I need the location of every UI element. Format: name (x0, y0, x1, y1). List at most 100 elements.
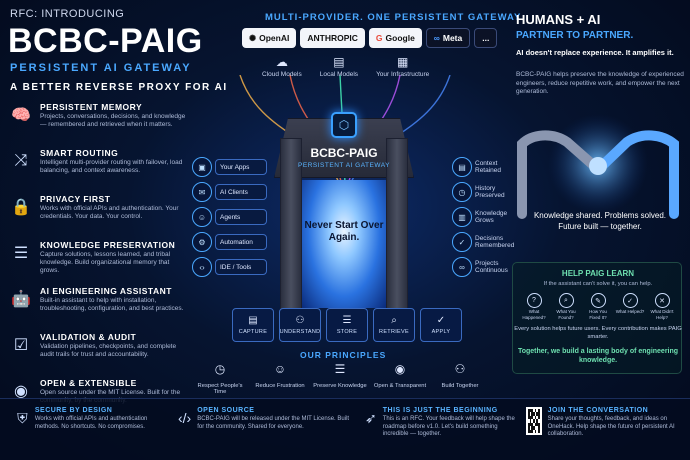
step-retrieve: ⌕RETRIEVE (373, 308, 415, 342)
gear-icon: ⚙ (192, 232, 212, 252)
principle-item: ☰Preserve Knowledge (312, 362, 368, 395)
output-label: Projects Continuous (475, 259, 508, 275)
code-icon: ‹/› (178, 410, 192, 426)
output-label: Decisions Remembered (475, 234, 515, 250)
principle-label: Open & Transparent (373, 383, 427, 389)
bottom-item-secure: ⛨ SECURE BY DESIGN Works with official A… (16, 407, 166, 431)
openai-icon: ✺ (249, 32, 257, 43)
question-label: What Didn't Help? (650, 309, 674, 320)
checkmark-icon: ✓ (436, 315, 446, 326)
google-icon: G (375, 33, 383, 43)
input-node: ▣ Your Apps (192, 157, 267, 177)
principle-label: Build Together (441, 383, 479, 389)
partner-heading: PARTNER TO PARTNER. (516, 30, 634, 41)
feature-title: SMART ROUTING (40, 148, 119, 158)
deployment-infra: ▦Your Infrastructure (376, 55, 429, 78)
cloud-icon: ☁ (275, 55, 288, 69)
portal-text: Never Start Over Again. (304, 220, 384, 243)
gate-portal (302, 180, 386, 308)
gate-name: BCBC-PAIG (310, 146, 378, 160)
bottom-item-open-source: ‹/› OPEN SOURCE BCBC-PAIG will be releas… (178, 407, 353, 431)
feature-title: AI ENGINEERING ASSISTANT (40, 286, 172, 296)
qr-code-icon[interactable] (526, 407, 542, 435)
database-icon: ☰ (342, 315, 352, 326)
question-label: What Happened? (522, 309, 546, 320)
output-node: ∞ Projects Continuous (452, 257, 515, 277)
rfc-label: RFC: INTRODUCING (10, 8, 125, 20)
server-icon: ▤ (333, 55, 345, 69)
deployment-local: ▤Local Models (320, 55, 358, 78)
step-label: UNDERSTAND (279, 329, 321, 335)
principle-label: Reduce Frustration (255, 383, 305, 389)
deployment-label: Cloud Models (262, 71, 302, 78)
provider-openai: ✺OpenAI (242, 28, 297, 48)
provider-label: OpenAI (259, 33, 290, 43)
principle-label: Respect People's Time (197, 383, 243, 395)
help-subtitle: If the assistant can't solve it, you can… (543, 281, 653, 287)
feature-item: ☑ VALIDATION & AUDIT Validation pipeline… (8, 332, 188, 378)
feature-desc: Projects, conversations, decisions, and … (40, 113, 186, 128)
feature-item: ☰ KNOWLEDGE PRESERVATION Capture solutio… (8, 240, 188, 286)
smile-icon: ☺ (273, 362, 287, 376)
provider-label: ... (482, 33, 490, 43)
bottom-title: SECURE BY DESIGN (34, 407, 113, 414)
checklist-icon: ☑ (13, 337, 29, 354)
output-label: Context Retained (475, 159, 502, 175)
question-item: ✕What Didn't Help? (647, 293, 677, 320)
feature-title: PERSISTENT MEMORY (40, 102, 143, 112)
bottom-desc: This is an RFC. Your feedback will help … (382, 416, 515, 437)
deployment-list: ☁ Cloud Models ▤Local Models ▦Your Infras… (262, 55, 429, 78)
step-label: CAPTURE (238, 329, 268, 335)
document-icon: ▤ (452, 157, 472, 177)
input-label: AI Clients (215, 184, 267, 200)
input-node: ⚙ Automation (192, 232, 267, 252)
deployment-label: Your Infrastructure (376, 71, 430, 78)
output-node: ▤ Context Retained (452, 157, 515, 177)
provider-label: Meta (442, 33, 463, 43)
checkmark-icon: ✓ (622, 293, 638, 308)
gate-subtitle: PERSISTENT AI GATEWAY (298, 162, 390, 169)
provider-more: ... (474, 28, 498, 48)
apps-icon: ▣ (192, 157, 212, 177)
feature-desc: Built-in assistant to help with installa… (40, 297, 184, 312)
amplify-text: AI doesn't replace experience. It amplif… (516, 48, 674, 57)
brain-icon: 🧠 (11, 107, 31, 124)
meta-icon: ∞ (433, 33, 440, 43)
help-panel: HELP PAIG LEARN If the assistant can't s… (512, 262, 682, 374)
input-node: ☺ Agents (192, 207, 267, 227)
right-description: BCBC-PAIG helps preserve the knowledge o… (516, 71, 684, 95)
bottom-title: OPEN SOURCE (197, 407, 255, 414)
checkmark-icon: ✓ (452, 232, 472, 252)
search-icon: ⌕ (558, 293, 574, 308)
bottom-title: THIS IS JUST THE BEGINNING (382, 407, 498, 414)
feature-title: PRIVACY FIRST (40, 194, 111, 204)
provider-anthropic: ANTHROPIC (300, 28, 365, 48)
rocket-icon: ➶ (365, 409, 377, 426)
infinity-icon: ∞ (452, 257, 472, 277)
people-icon: ⚇ (295, 315, 305, 326)
humans-heading: HUMANS + AI (516, 12, 601, 27)
shield-icon: ⛨ (17, 409, 28, 426)
page-subtitle: PERSISTENT AI GATEWAY (10, 62, 192, 74)
bottom-bar: ⛨ SECURE BY DESIGN Works with official A… (0, 398, 690, 460)
output-node: ▥ Knowledge Grows (452, 207, 515, 227)
principle-item: ◷Respect People's Time (192, 362, 248, 395)
handshake-illustration (517, 114, 679, 219)
feature-desc: Validation pipelines, checkpoints, and c… (40, 343, 177, 358)
input-node: ✉ AI Clients (192, 182, 267, 202)
principle-item: ☺ Reduce Frustration (252, 362, 308, 395)
gateway-gate: ⬡ BCBC-PAIG PERSISTENT AI GATEWAY Never … (274, 108, 414, 318)
output-label: Knowledge Grows (475, 209, 508, 225)
feature-title: OPEN & EXTENSIBLE (40, 378, 137, 388)
robot-icon: ☺ (192, 207, 212, 227)
code-icon: ‹› (192, 257, 212, 277)
step-label: APPLY (431, 329, 451, 335)
search-icon: ⌕ (391, 315, 397, 326)
input-label: Your Apps (215, 159, 267, 175)
feature-item: 🧠 PERSISTENT MEMORY Projects, conversati… (8, 102, 188, 148)
input-label: Automation (215, 234, 267, 250)
step-label: STORE (336, 329, 358, 335)
step-capture: ▤CAPTURE (232, 308, 274, 342)
